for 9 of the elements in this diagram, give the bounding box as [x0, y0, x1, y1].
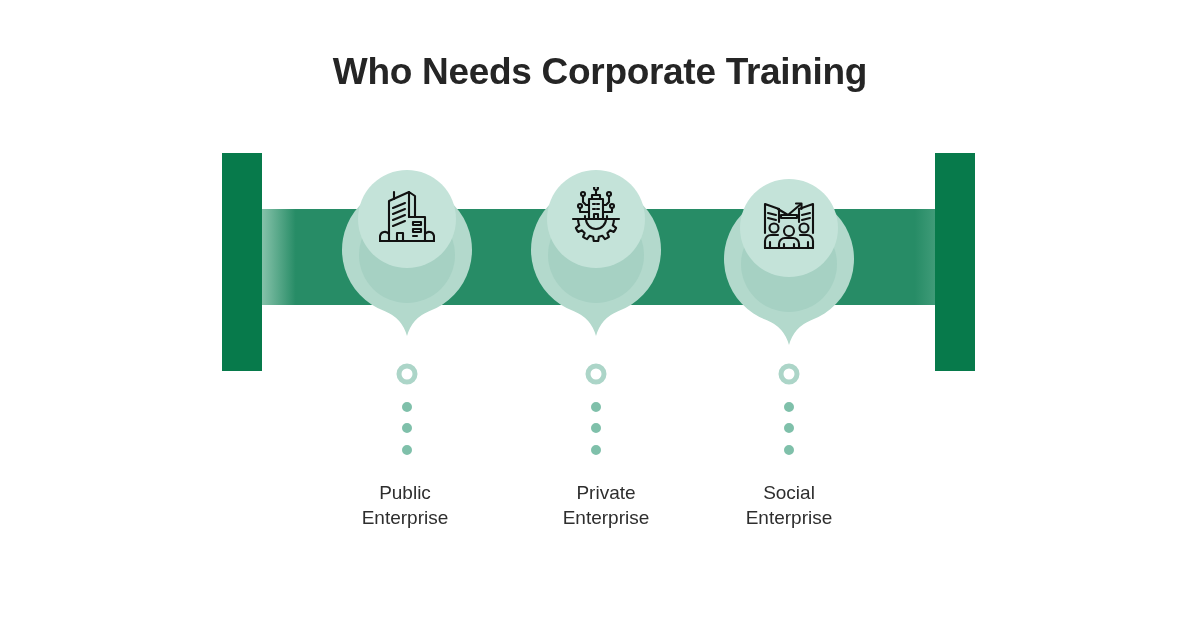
map-pin — [531, 170, 661, 336]
category-label: Public Enterprise — [360, 481, 450, 530]
dotted-connector — [585, 363, 607, 456]
category-label: Social Enterprise — [744, 481, 834, 530]
title: Who Needs Corporate Training — [331, 50, 869, 94]
map-pin — [342, 170, 472, 336]
dotted-connector — [778, 363, 800, 456]
category-label: Private Enterprise — [561, 481, 651, 530]
map-pin — [724, 179, 854, 345]
